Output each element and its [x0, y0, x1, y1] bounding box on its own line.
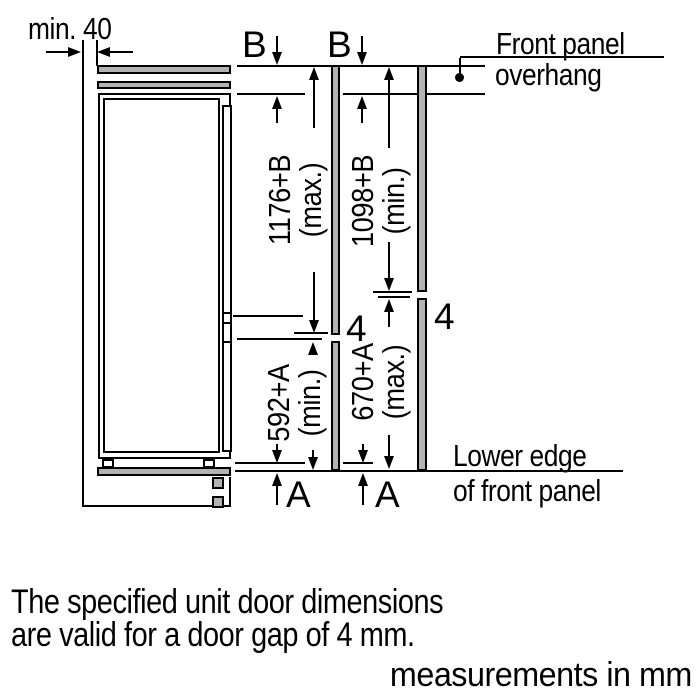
arrow-down-icon [272, 52, 282, 65]
min-gap-arrow-line-right [110, 51, 133, 53]
front-panel-top-line [237, 65, 485, 67]
dimension-qualifier: (min.) [292, 369, 327, 437]
hinge-block-upper [212, 477, 224, 489]
b-arrow-line [276, 109, 278, 123]
b-label-2: B [327, 24, 352, 65]
b-label-1: B [242, 24, 267, 65]
min-gap-label: min. 40 [28, 11, 112, 46]
arrow-up-icon [272, 96, 282, 109]
units-note: measurements in mm [390, 656, 692, 694]
dimension-qualifier: (max.) [293, 162, 328, 238]
callout-leader-drop [459, 58, 461, 78]
arrow-up-icon [308, 342, 318, 355]
cabinet-left-wall [82, 40, 84, 507]
door-split-line-3 [222, 341, 232, 343]
front-panel-upper-min-bar [417, 65, 427, 292]
door-split-ref-line [233, 315, 303, 317]
dim-line [388, 242, 390, 278]
front-panel-upper-max-bar [331, 65, 340, 335]
b-arrow-line [276, 36, 278, 52]
arrow-down-icon [384, 278, 394, 291]
lower-panel-max-dimension: 670+A (max.) [345, 343, 411, 421]
appliance-bottom-ref-line [235, 462, 305, 464]
dim-tick [373, 291, 412, 293]
lower-panel-min-dimension: 592+A (min.) [261, 364, 327, 442]
arrow-up-icon [384, 67, 394, 80]
appliance-bottom-ref-line [343, 462, 373, 464]
upper-panel-max-dimension: 1176+B (max.) [262, 154, 328, 246]
arrow-up-icon [272, 473, 282, 486]
dimension-qualifier: (min.) [376, 167, 411, 235]
dimension-value: 1176+B [262, 154, 297, 246]
front-panel-lower-max-bar [417, 298, 427, 471]
arrow-right-icon [68, 47, 81, 57]
a-label-2: A [375, 474, 400, 515]
dim-tick [378, 296, 410, 298]
appliance-door-edge [222, 105, 232, 452]
door-split-line-1 [222, 312, 232, 314]
a-arrow-line [276, 486, 278, 505]
arrow-up-icon [384, 299, 394, 312]
plinth-panel [97, 467, 231, 476]
lower-edge-label-line2: of front panel [453, 473, 601, 508]
dim-line [312, 450, 314, 457]
arrow-down-icon [384, 456, 394, 469]
arrow-down-icon [309, 320, 319, 333]
overhang-ref-line-left [237, 93, 305, 95]
arrow-left-icon [97, 47, 110, 57]
front-panel-lower-min-bar [331, 341, 340, 471]
door-gap-label-2: 4 [434, 296, 455, 337]
lower-edge-line [235, 470, 623, 472]
dim-line [388, 80, 390, 148]
callout-leader-line [460, 56, 664, 58]
dimension-value: 670+A [345, 343, 380, 421]
arrow-up-icon [309, 67, 319, 80]
dimension-qualifier: (max.) [376, 344, 411, 420]
door-gap-label-1: 4 [346, 308, 367, 349]
dimension-value: 1098+B [345, 154, 380, 248]
upper-panel-min-dimension: 1098+B (min.) [345, 154, 411, 248]
dim-line [388, 435, 390, 456]
cabinet-top-trim-upper [97, 65, 231, 74]
b-arrow-line [361, 109, 363, 123]
min-gap-arrow-line-left [46, 51, 68, 53]
arrow-up-icon [358, 473, 368, 486]
appliance-inner-cavity [103, 98, 220, 453]
arrow-down-icon [272, 450, 282, 463]
a-label-1: A [286, 474, 311, 515]
a-arrow-line [276, 444, 278, 450]
cabinet-top-trim-lower [97, 81, 231, 89]
door-split-ref-line [237, 338, 322, 340]
arrow-up-icon [357, 96, 367, 109]
hinge-block-lower [212, 496, 224, 508]
arrow-down-icon [358, 450, 368, 463]
dim-line [388, 312, 390, 327]
dim-line [313, 80, 315, 128]
arrow-down-icon [308, 457, 318, 470]
b-arrow-line [361, 36, 363, 52]
note-line1: The specified unit door dimensions [11, 583, 444, 621]
callout-dot-icon [455, 73, 464, 82]
a-arrow-line [362, 486, 364, 505]
front-panel-overhang-label-line2: overhang [495, 57, 602, 92]
overhang-ref-line-right [343, 93, 485, 95]
cabinet-right-wall-lower [229, 477, 231, 507]
cabinet-bottom [82, 505, 231, 507]
note-line2: are valid for a door gap of 4 mm. [11, 616, 415, 654]
arrow-down-icon [357, 52, 367, 65]
door-split-line-2 [222, 322, 232, 324]
dim-tick [294, 332, 328, 334]
a-arrow-line [362, 444, 364, 450]
dim-line [313, 272, 315, 320]
front-panel-overhang-label-line1: Front panel [496, 26, 625, 61]
lower-edge-label-line1: Lower edge [453, 438, 587, 473]
dimension-value: 592+A [261, 364, 296, 442]
